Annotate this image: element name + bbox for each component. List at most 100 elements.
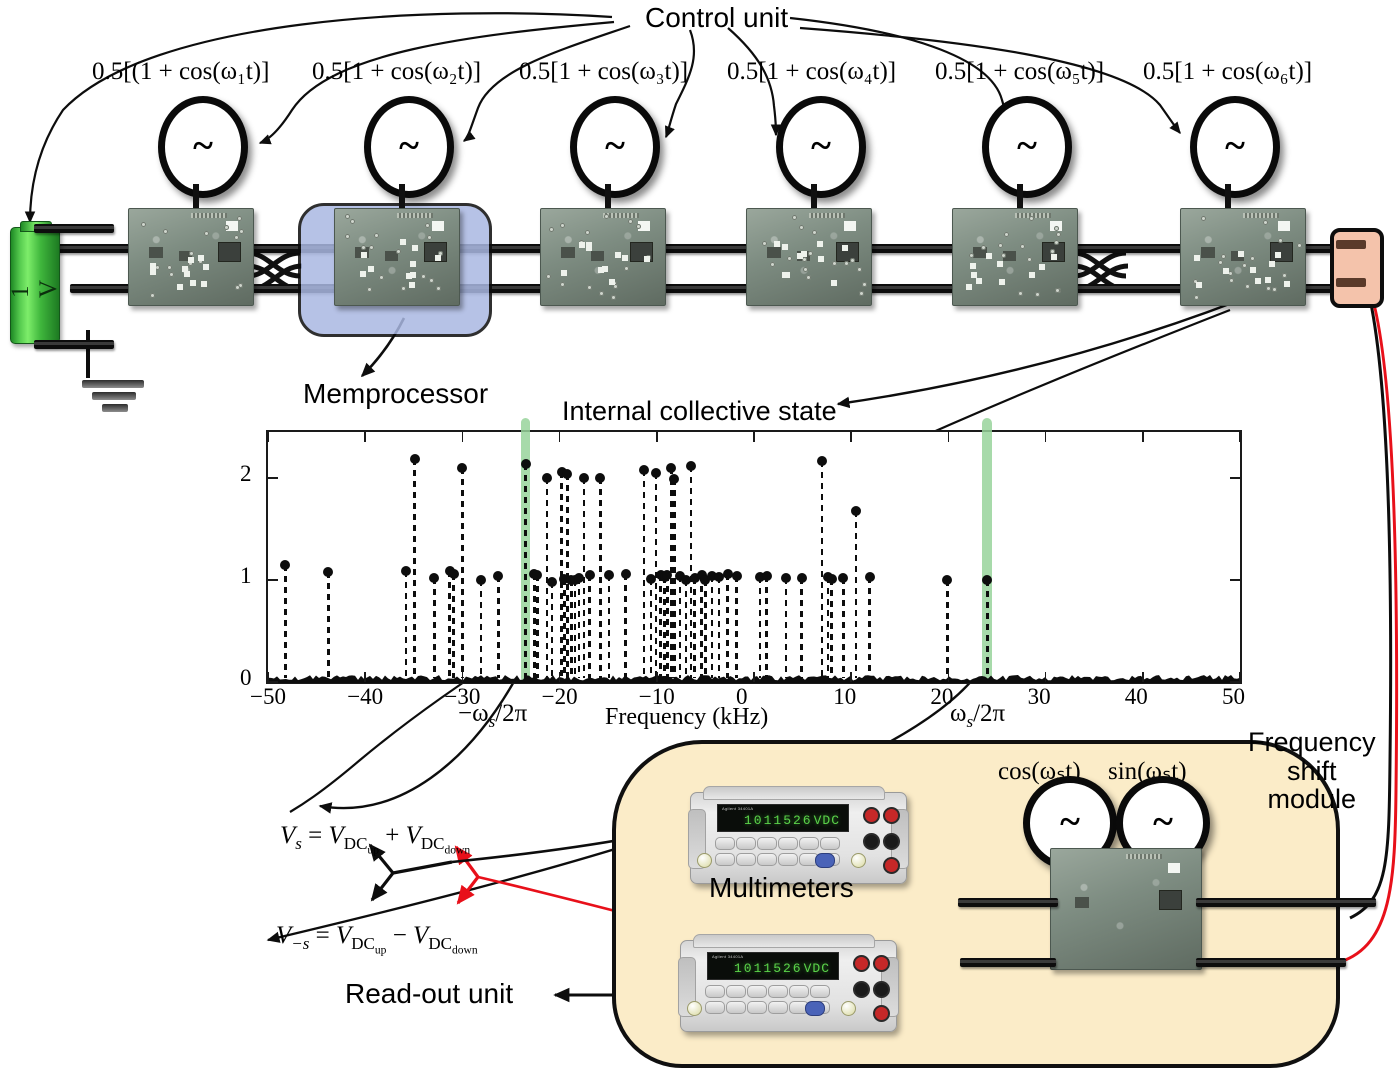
board-via [345,234,350,239]
xtick-mark [462,432,464,442]
multimeter-key[interactable] [768,1001,788,1014]
memprocessor-board-4[interactable] [746,208,872,306]
multimeter-key[interactable] [715,837,735,850]
memprocessor-board-6[interactable] [1180,208,1306,306]
stem-line [868,577,871,678]
multimeter-key[interactable] [820,837,840,850]
xtick-mark [1239,432,1241,442]
stem-line [583,478,586,678]
multimeter-key[interactable] [778,837,798,850]
board-via [1001,253,1006,258]
stem-line [480,580,483,678]
multimeter-run-button[interactable] [815,853,835,868]
stem-marker [401,566,411,576]
oscillator-4[interactable]: ~ [776,96,866,198]
multimeter-key[interactable] [736,837,756,850]
multimeter-key[interactable] [726,985,746,998]
multimeter-terminal-lo2-black[interactable] [883,833,900,850]
board-via [234,235,239,240]
multimeter-terminal-hi-red[interactable] [853,955,870,972]
multimeter-key[interactable] [757,837,777,850]
memprocessor-board-5[interactable] [952,208,1078,306]
stem-line [405,571,408,678]
board-via [141,222,146,227]
multimeter-key[interactable] [747,1001,767,1014]
multimeter-key[interactable] [810,985,830,998]
multimeter-power-button[interactable] [687,1001,702,1016]
oscillator-5[interactable]: ~ [982,96,1072,198]
stem-marker [547,577,557,587]
multimeter-run-button[interactable] [805,1001,825,1016]
battery-top-wire [34,224,114,233]
board-via [1282,273,1287,278]
stem-line [599,478,602,678]
stem-marker [604,570,614,580]
xtick-mark-bottom [462,672,464,682]
board-pad [410,261,416,267]
xtick-mark-bottom [948,672,950,682]
board-via [425,223,430,228]
xtick-label: 40 [1125,684,1148,710]
oscillator-6[interactable]: ~ [1190,96,1280,198]
multimeter-key[interactable] [705,1001,725,1014]
board-via [792,215,797,220]
board-via [345,214,350,219]
board-via [546,274,551,279]
board-via [1018,291,1023,296]
multimeter-power-button[interactable] [697,853,712,868]
multimeter-key[interactable] [736,853,756,866]
stem-line [711,576,714,678]
board-via [1229,278,1234,283]
multimeter-key[interactable] [778,853,798,866]
multimeter-key[interactable] [757,853,777,866]
multimeter-terminal-hi2-red[interactable] [883,807,900,824]
oscillator-3[interactable]: ~ [570,96,660,198]
oscillator-2[interactable]: ~ [364,96,454,198]
stem-marker [838,573,848,583]
ytick-mark [268,579,278,581]
memprocessor-label: Memprocessor [303,378,488,410]
xtick-mark-bottom [364,672,366,682]
multimeter-upper[interactable]: Agilent 34401A1011526VDC [690,792,907,884]
stem-line [785,578,788,678]
memprocessor-board-3[interactable] [540,208,666,306]
multimeter-key[interactable] [715,853,735,866]
multimeter-shift-button[interactable] [851,853,866,868]
board-via [850,258,855,263]
stem-line [536,575,539,678]
multimeter-key[interactable] [768,985,788,998]
multimeter-key[interactable] [747,985,767,998]
stem-line [327,572,330,678]
board-via [604,214,609,219]
board-pad [966,284,972,290]
memprocessor-board-1[interactable] [128,208,254,306]
multimeter-shift-button[interactable] [841,1001,856,1016]
stem-line [284,565,287,678]
multimeter-terminal-current[interactable] [883,857,900,874]
oscillator-1[interactable]: ~ [158,96,248,198]
board-pad [177,284,183,290]
stem-marker [827,574,837,584]
multimeter-terminal-lo2-black[interactable] [873,981,890,998]
multimeter-terminal-hi2-red[interactable] [873,955,890,972]
multimeter-terminal-hi-red[interactable] [863,807,880,824]
multimeter-key[interactable] [789,985,809,998]
ytick-label: 0 [240,665,252,691]
multimeter-lower[interactable]: Agilent 34401A1011526VDC [680,940,897,1032]
xtick-label: −40 [347,684,383,710]
frequency-shift-board [1050,848,1202,970]
oscillator-formula-3: 0.5[1 + cos(ω₃t)] [519,58,688,86]
multimeter-terminal-lo-black[interactable] [853,981,870,998]
oscillator-formula-4: 0.5[1 + cos(ω₄t)] [727,58,896,86]
board-pad [198,255,204,261]
multimeter-terminal-current[interactable] [873,1005,890,1022]
memprocessor-board-2[interactable] [334,208,460,306]
multimeter-key[interactable] [799,837,819,850]
multimeter-key[interactable] [726,1001,746,1014]
board-pad [997,261,1003,267]
board-via [401,286,406,291]
stem-line [574,580,577,678]
multimeter-key[interactable] [705,985,725,998]
multimeter-terminal-lo-black[interactable] [863,833,880,850]
board-via [787,256,792,261]
